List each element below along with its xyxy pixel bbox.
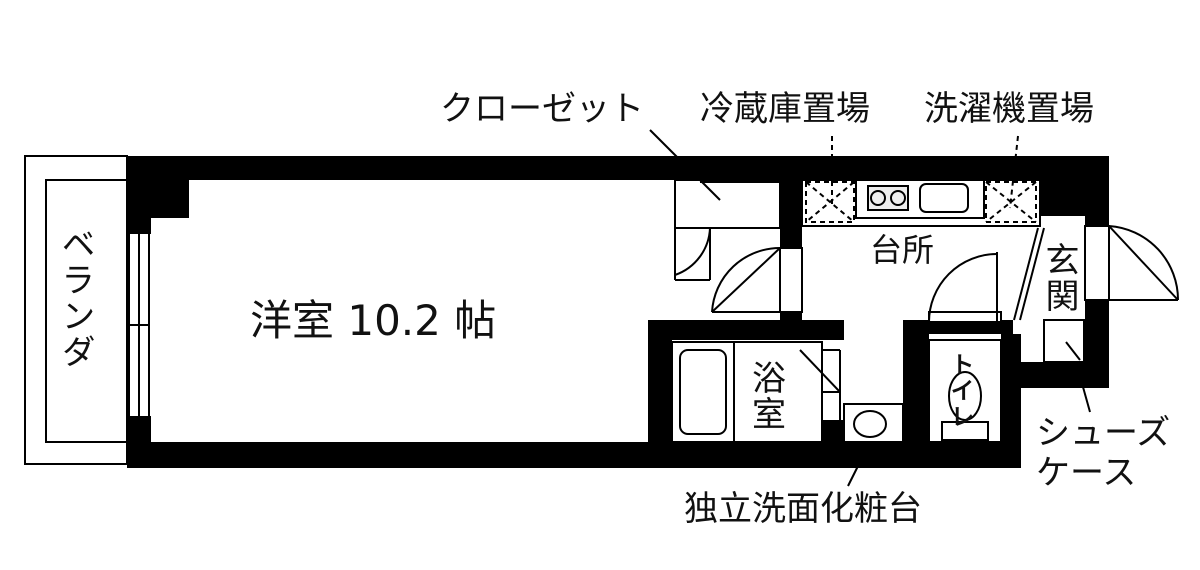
outer-walls	[127, 156, 1109, 468]
closet	[674, 179, 781, 281]
bath-label-line2: 室	[752, 395, 786, 435]
kitchen-label: 台所	[870, 231, 935, 269]
bathroom	[671, 341, 841, 443]
shoe-case-label-line2: ケース	[1036, 453, 1137, 493]
fridge-space-label: 冷蔵庫置場	[700, 89, 870, 129]
veranda	[24, 155, 128, 465]
vanity	[843, 403, 904, 487]
fridge-space	[805, 181, 855, 223]
western-room-label: 洋室 10.2 帖	[250, 296, 497, 345]
toilet	[928, 339, 1002, 443]
shoe-case-label-line1: シューズ	[1036, 413, 1171, 453]
entrance-label: 玄関	[1039, 242, 1079, 314]
bath-label-line1: 浴	[752, 359, 786, 399]
veranda-label: ベランダ	[55, 226, 95, 370]
washer-space-label: 洗濯機置場	[924, 89, 1094, 129]
room-door	[711, 246, 803, 313]
kitchen-counter	[801, 179, 1041, 227]
window	[128, 234, 150, 416]
closet-label: クローゼット	[440, 89, 644, 129]
vanity-label: 独立洗面化粧台	[684, 489, 922, 529]
entrance-step	[1013, 227, 1045, 321]
toilet-label: トイレ	[946, 352, 974, 430]
shoe-case	[1043, 319, 1085, 363]
toilet-door	[928, 252, 1002, 323]
leader-lines	[649, 129, 1091, 413]
front-door	[1084, 225, 1180, 301]
washer-space	[985, 181, 1037, 223]
